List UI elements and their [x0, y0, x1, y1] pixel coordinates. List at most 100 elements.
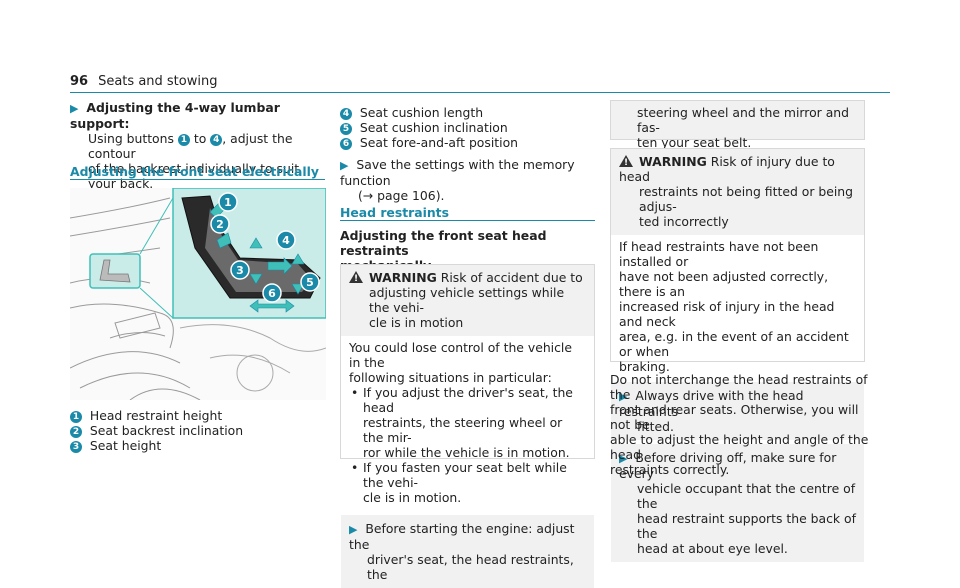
step-text: vehicle occupant that the centre of the [637, 481, 856, 511]
step-text: fitted. [637, 419, 674, 434]
warning-box-injury: WARNING Risk of injury due to head restr… [610, 148, 865, 562]
step-title: Adjusting the 4-way lumbar support: [70, 100, 280, 131]
warning-triangle-icon [619, 155, 633, 171]
seat-adjust-figure: 1 2 3 4 5 6 [69, 187, 327, 401]
page-number: 96 [70, 74, 89, 89]
warning-title: Risk of injury due to head [619, 154, 835, 184]
seat-illustration: 1 2 3 4 5 6 [69, 187, 327, 401]
callout-badge: 6 [340, 138, 352, 150]
legend-list-b: 4 Seat cushion length 5 Seat cushion inc… [340, 105, 600, 150]
callout-badge: 4 [340, 108, 352, 120]
sub-heading-line: Adjusting the front seat head restraints [340, 228, 547, 258]
step-text: Save the settings with the memory functi… [340, 157, 575, 188]
warning-label: WARNING [639, 154, 707, 169]
warning-text: increased risk of injury in the head and… [619, 299, 835, 329]
warning-bullet: If you adjust the driver's seat, the hea… [349, 385, 586, 460]
step-arrow-icon: ▶ [70, 102, 79, 115]
legend-text: Seat height [89, 438, 162, 453]
step-text: head at about eye level. [637, 541, 788, 556]
callout-1: 1 [224, 196, 232, 209]
warning-title: Risk of accident due to [436, 270, 583, 285]
legend-text: Seat fore-and-aft position [359, 135, 519, 150]
warning-bullet: If you fasten your seat belt while the v… [349, 460, 586, 505]
step-text: driver's seat, the head restraints, the [367, 552, 574, 582]
warning-body: If head restraints have not been install… [611, 235, 864, 378]
callout-badge: 1 [177, 134, 190, 146]
legend-item: 3 Seat height [70, 438, 330, 453]
warning-title: cle is in motion [369, 315, 464, 330]
step-text: Before driving off, make sure for every [619, 450, 837, 481]
callout-4: 4 [282, 234, 290, 247]
legend-item: 6 Seat fore-and-aft position [340, 135, 600, 150]
section-rule [70, 179, 325, 180]
callout-badge: 1 [70, 411, 82, 423]
header-rule [70, 92, 890, 93]
section-heading-head-restraints: Head restraints [340, 205, 449, 220]
warning-header: WARNING Risk of injury due to head restr… [611, 149, 864, 235]
warning-text: If you fasten your seat belt while the v… [363, 460, 567, 490]
step-text: to [189, 131, 211, 146]
warning-step: ▶ Before starting the engine: adjust the… [341, 515, 594, 588]
warning-title: restraints not being fitted or being adj… [639, 184, 854, 214]
callout-badge: 2 [70, 426, 82, 438]
section-heading-electric: Adjusting the front seat electrically [70, 164, 319, 179]
step-text: head restraint supports the back of the [637, 511, 856, 541]
sub-heading-mechanical: Adjusting the front seat head restraints… [340, 228, 600, 273]
legend-item: 4 Seat cushion length [340, 105, 600, 120]
warning-text: If you adjust the driver's seat, the hea… [363, 385, 573, 415]
legend-item: 1 Head restraint height [70, 408, 330, 423]
warning-title: adjusting vehicle settings while the veh… [369, 285, 565, 315]
warning-text: have not been adjusted correctly, there … [619, 269, 829, 299]
callout-badge: 3 [70, 441, 82, 453]
step-text: Using buttons [88, 131, 178, 146]
memory-step: ▶ Save the settings with the memory func… [340, 157, 600, 203]
callout-6: 6 [268, 287, 276, 300]
page-header: 96 Seats and stowing [70, 74, 217, 89]
warning-text: If head restraints have not been install… [619, 239, 819, 269]
step-text: ten your seat belt. [637, 135, 752, 150]
warning-text: area, e.g. in the event of an accident o… [619, 329, 849, 359]
legend-item: 5 Seat cushion inclination [340, 120, 600, 135]
warning-body: You could lose control of the vehicle in… [341, 336, 594, 509]
step-arrow-icon: ▶ [349, 523, 358, 536]
warning-text: following situations in particular: [349, 370, 552, 385]
legend-text: Head restraint height [89, 408, 223, 423]
step-text: Always drive with the head restraints [619, 388, 804, 419]
warning-text: braking. [619, 359, 670, 374]
callout-badge: 4 [210, 134, 223, 146]
paragraph-line: front and rear seats. Otherwise, you wil… [610, 402, 859, 432]
callout-2: 2 [216, 218, 224, 231]
step-arrow-icon: ▶ [340, 159, 349, 172]
warning-text: cle is in motion. [363, 490, 462, 505]
callout-badge: 5 [340, 123, 352, 135]
paragraph-line: able to adjust the height and angle of t… [610, 432, 869, 462]
warning-text: ror while the vehicle is in motion. [363, 445, 570, 460]
paragraph-line: restraints correctly. [610, 462, 730, 477]
warning-label: WARNING [369, 270, 437, 285]
step-text: , adjust the contour [88, 131, 293, 161]
step-arrow-icon: ▶ [619, 390, 628, 403]
page-reference-link[interactable]: (→ page 106). [358, 188, 445, 203]
warning-step: ▶ Always drive with the head restraints … [611, 382, 864, 440]
step-arrow-icon: ▶ [619, 452, 628, 465]
legend-text: Seat backrest inclination [89, 423, 244, 438]
warning-text: restraints, the steering wheel or the mi… [363, 415, 563, 445]
interchange-paragraph: Do not interchange the head restraints o… [610, 372, 870, 477]
legend-item: 2 Seat backrest inclination [70, 423, 330, 438]
warning-box-accident: WARNING Risk of accident due to adjustin… [340, 264, 595, 588]
continued-step: steering wheel and the mirror and fas- t… [610, 100, 865, 150]
warning-triangle-icon [349, 271, 363, 287]
callout-3: 3 [236, 264, 244, 277]
legend-text: Seat cushion length [359, 105, 484, 120]
section-name: Seats and stowing [98, 74, 218, 89]
callout-5: 5 [306, 276, 314, 289]
warning-text: You could lose control of the vehicle in… [349, 340, 572, 370]
lumbar-step: ▶ Adjusting the 4-way lumbar support: Us… [70, 100, 330, 191]
legend-text: Seat cushion inclination [359, 120, 508, 135]
warning-header: WARNING Risk of accident due to adjustin… [341, 265, 594, 336]
section-rule [340, 220, 595, 221]
step-text: steering wheel and the mirror and fas- [637, 105, 850, 135]
warning-title: ted incorrectly [639, 214, 729, 229]
step-text: Before starting the engine: adjust the [349, 521, 575, 552]
legend-list-a: 1 Head restraint height 2 Seat backrest … [70, 408, 330, 453]
